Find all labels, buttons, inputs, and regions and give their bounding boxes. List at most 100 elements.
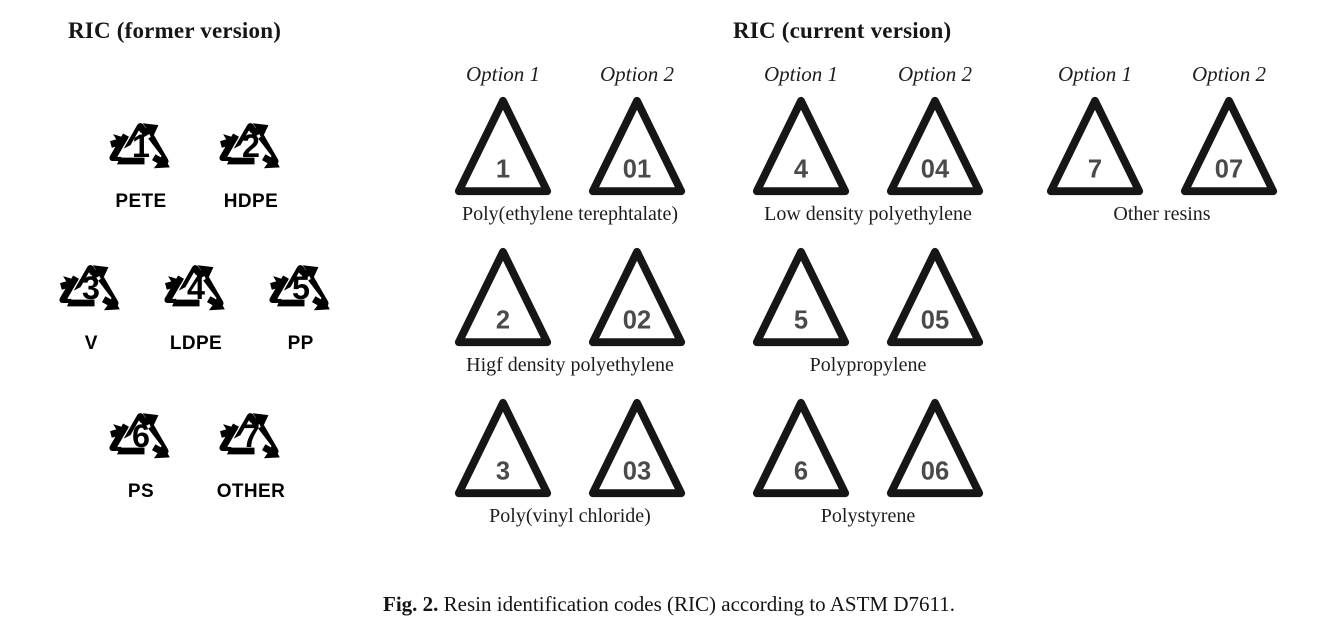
resin-abbreviation-label: OTHER — [216, 481, 286, 502]
triangle-pair: 5 05 — [718, 242, 1018, 354]
triangle-symbol-option-2: 03 — [582, 393, 692, 505]
triangle-pair: 3 03 — [420, 393, 720, 505]
equilateral-triangle-icon: 6 — [747, 393, 855, 505]
mobius-loop-icon: 2 — [207, 108, 295, 190]
resin-abbreviation-label: PS — [127, 481, 155, 502]
figure-caption-text: Resin identification codes (RIC) accordi… — [438, 592, 955, 616]
triangle-symbol-option-2: 02 — [582, 242, 692, 354]
triangle-outline — [752, 247, 850, 347]
triangle-outline — [454, 398, 552, 498]
equilateral-triangle-icon: 3 — [449, 393, 557, 505]
triangle-pair: 4 04 — [718, 91, 1018, 203]
triangle-symbol-option-1: 7 — [1040, 91, 1150, 203]
equilateral-triangle-icon: 1 — [449, 91, 557, 203]
triangle-outline — [886, 96, 984, 196]
option-header-2: Option 2 — [599, 62, 675, 86]
triangle-outline — [588, 398, 686, 498]
triangle-outline — [454, 247, 552, 347]
resin-abbreviation-label: PETE — [115, 191, 167, 212]
mobius-number: 3 — [82, 270, 100, 306]
option-header-2: Option 2 — [897, 62, 973, 86]
triangle-symbol-option-1: 2 — [448, 242, 558, 354]
option-header-1: Option 1 — [763, 62, 839, 86]
resin-name-label: Other resins — [1113, 203, 1211, 225]
triangle-pair: 7 07 — [1012, 91, 1312, 203]
triangle-outline — [588, 96, 686, 196]
equilateral-triangle-icon: 01 — [583, 91, 691, 203]
resin-abbreviation-label: HDPE — [223, 191, 279, 212]
triangle-number: 4 — [794, 155, 809, 183]
mobius-loop-icon: 5 — [257, 250, 345, 332]
mobius-number: 1 — [132, 128, 150, 164]
triangle-pair: 1 01 — [420, 91, 720, 203]
resin-abbreviation-label: LDPE — [169, 333, 223, 354]
triangle-number: 7 — [1088, 155, 1102, 183]
triangle-pair: 2 02 — [420, 242, 720, 354]
mobius-loop-icon: 6 — [97, 398, 185, 480]
triangle-outline — [752, 96, 850, 196]
resin-name-label: Low density polyethylene — [764, 203, 972, 225]
triangle-outline — [886, 247, 984, 347]
resin-abbreviation-label: PP — [287, 333, 314, 354]
resin-name-label: Poly(ethylene terephtalate) — [461, 203, 678, 225]
mobius-number: 4 — [187, 270, 205, 306]
mobius-number: 5 — [292, 270, 310, 306]
resin-name-label: Polystyrene — [820, 505, 916, 527]
mobius-loop-icon: 7 — [207, 398, 295, 480]
resin-name-label: Poly(vinyl chloride) — [489, 505, 651, 527]
mobius-number: 7 — [242, 418, 260, 454]
triangle-symbol-option-1: 5 — [746, 242, 856, 354]
mobius-loop-icon: 4 — [152, 250, 240, 332]
resin-name-label: Higf density polyethylene — [466, 354, 674, 376]
heading-ric-former-version: RIC (former version) — [68, 18, 282, 43]
triangle-number: 1 — [496, 155, 510, 183]
equilateral-triangle-icon: 7 — [1041, 91, 1149, 203]
triangle-number: 3 — [496, 457, 510, 485]
mobius-number: 6 — [132, 418, 150, 454]
mobius-number: 2 — [242, 128, 260, 164]
triangle-symbol-option-2: 07 — [1174, 91, 1284, 203]
triangle-symbol-option-1: 3 — [448, 393, 558, 505]
option-headers: Option 1 Option 2 — [718, 62, 1018, 87]
triangle-number: 03 — [623, 457, 651, 485]
triangle-outline — [752, 398, 850, 498]
triangle-number: 04 — [921, 155, 950, 183]
triangle-number: 05 — [921, 306, 949, 334]
equilateral-triangle-icon: 05 — [881, 242, 989, 354]
resin-name-label: Polypropylene — [809, 354, 927, 376]
triangle-outline — [454, 96, 552, 196]
triangle-number: 6 — [794, 457, 808, 485]
triangle-outline — [588, 247, 686, 347]
heading-ric-current-version: RIC (current version) — [733, 18, 952, 43]
equilateral-triangle-icon: 5 — [747, 242, 855, 354]
equilateral-triangle-icon: 07 — [1175, 91, 1283, 203]
triangle-number: 01 — [623, 155, 651, 183]
triangle-number: 07 — [1215, 155, 1243, 183]
option-header-1: Option 1 — [465, 62, 541, 86]
triangle-outline — [1046, 96, 1144, 196]
triangle-number: 02 — [623, 306, 651, 334]
equilateral-triangle-icon: 2 — [449, 242, 557, 354]
triangle-number: 5 — [794, 306, 808, 334]
mobius-loop-icon: 1 — [97, 108, 185, 190]
equilateral-triangle-icon: 03 — [583, 393, 691, 505]
